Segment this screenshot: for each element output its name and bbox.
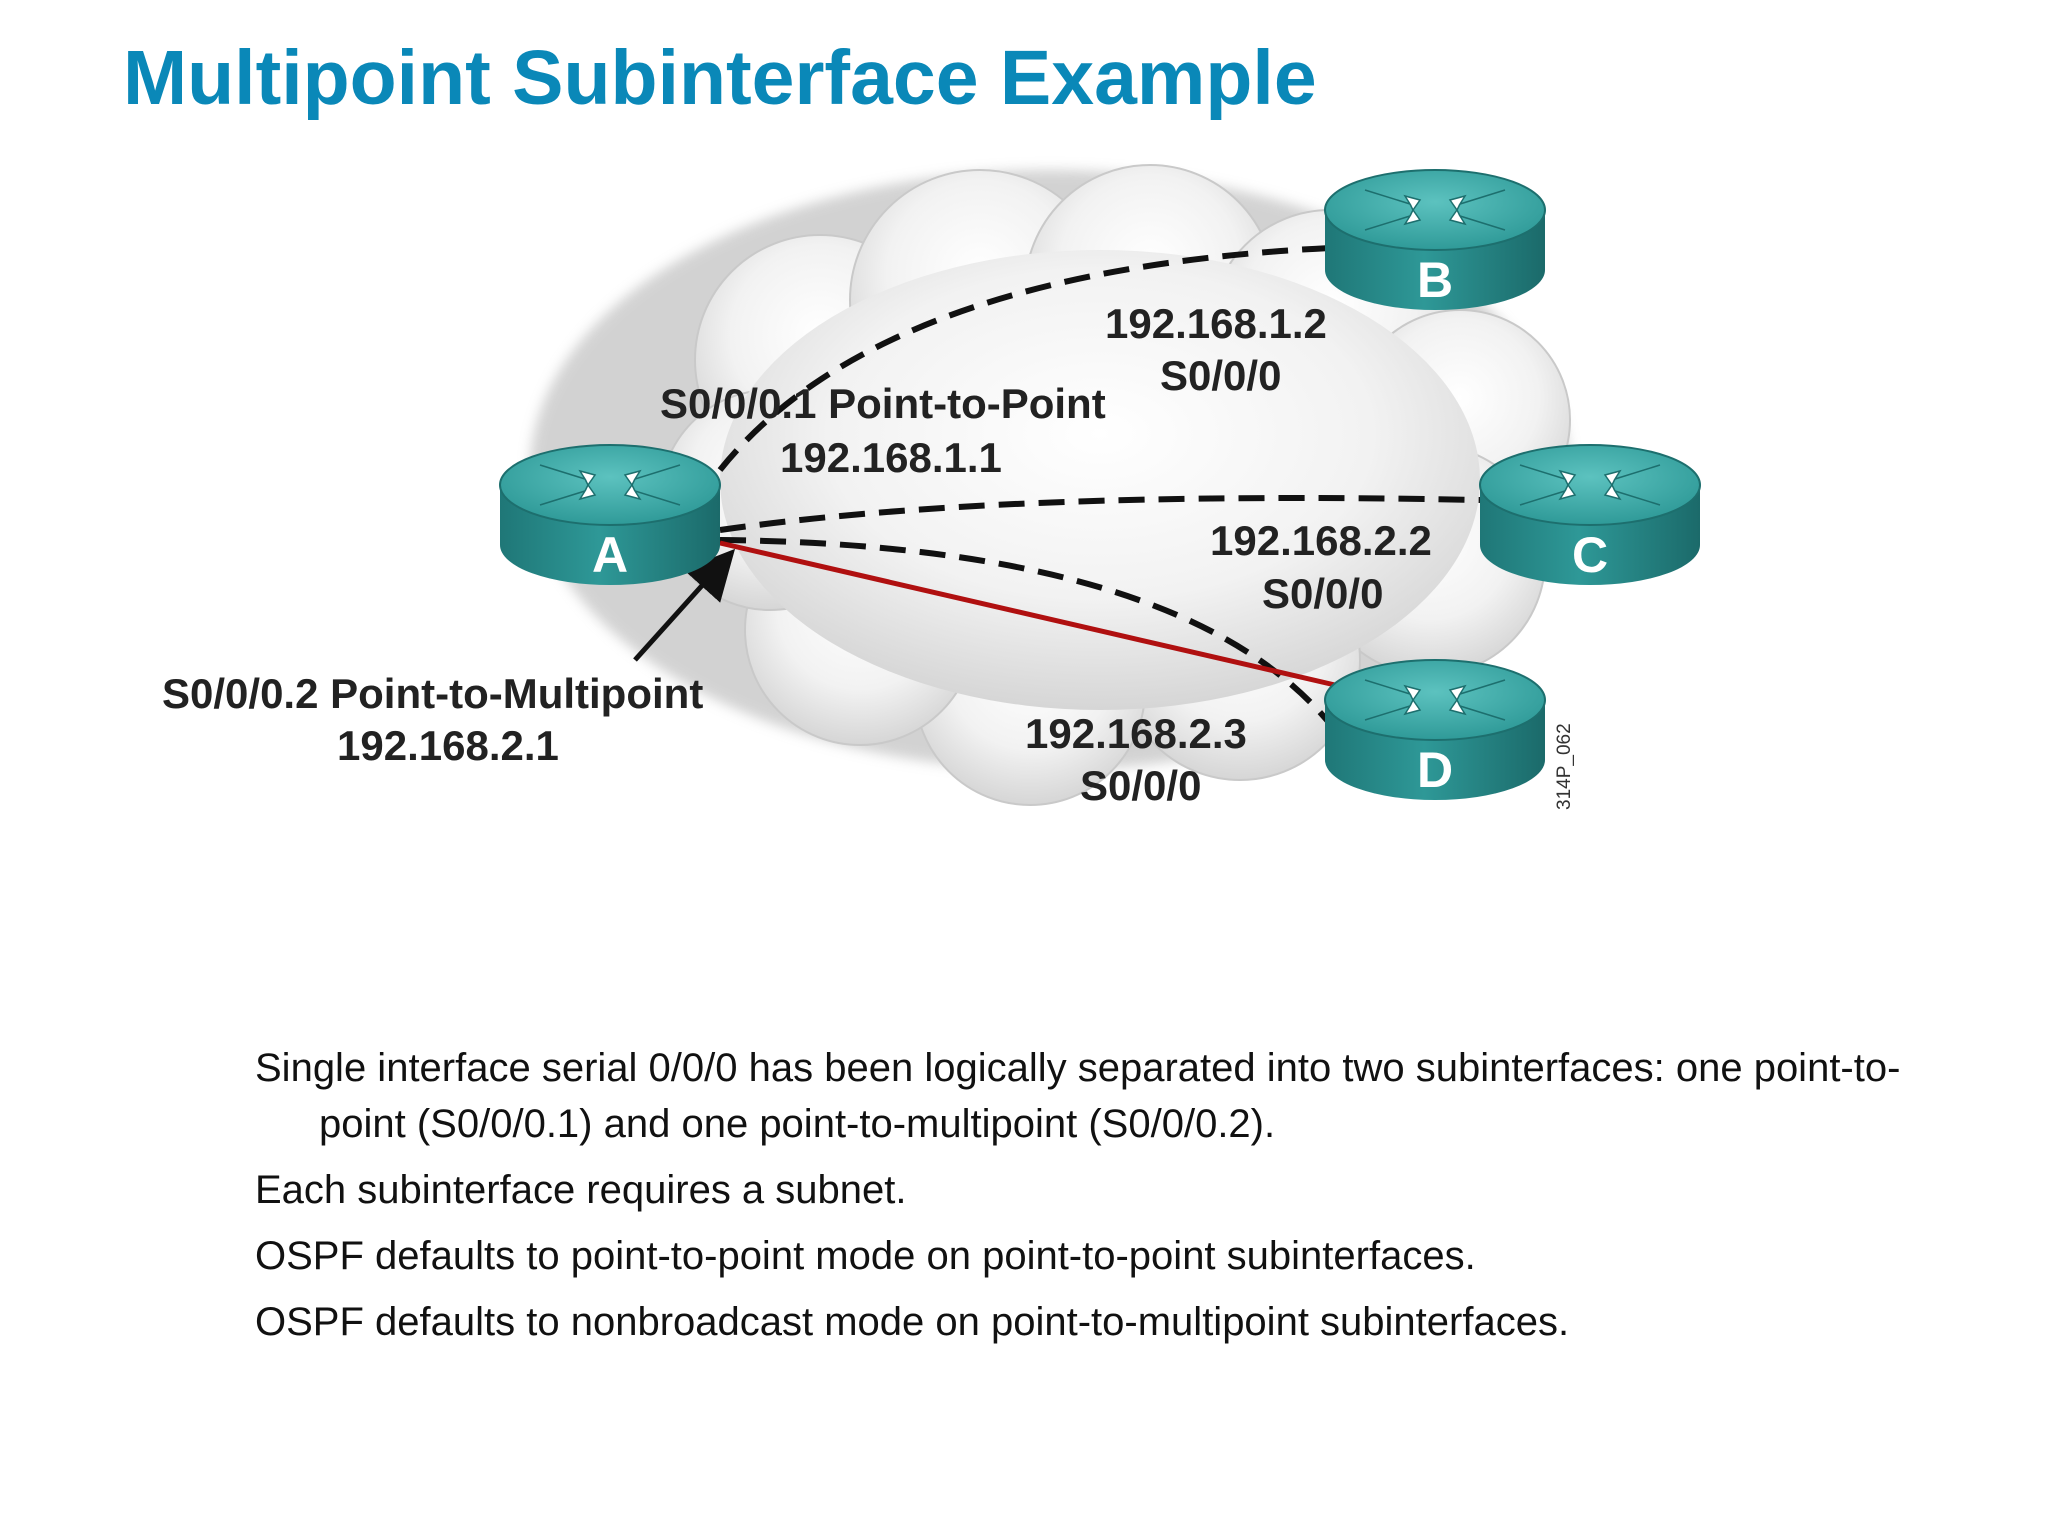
router-b-label: B	[1417, 252, 1453, 308]
link-a-d-highlight	[719, 540, 1336, 688]
router-a-label: A	[592, 527, 628, 583]
bullet-item: Single interface serial 0/0/0 has been l…	[255, 1046, 1901, 1146]
a-subinterface-2-name: S0/0/0.2 Point-to-Multipoint	[162, 670, 703, 717]
network-diagram: A B C D S0/0/0.1 Point-to-Point 192.168.…	[162, 164, 1701, 810]
router-c-interface: S0/0/0	[1262, 570, 1383, 617]
subinterface-pointer-arrow	[633, 548, 736, 662]
bullet-item: OSPF defaults to point-to-point mode on …	[255, 1234, 1476, 1278]
router-b-ip: 192.168.1.2	[1105, 300, 1327, 347]
bullet-item: Each subinterface requires a subnet.	[255, 1168, 907, 1212]
figure-id: 314P_062	[1554, 723, 1575, 810]
slide-title: Multipoint Subinterface Example	[123, 35, 1317, 121]
router-d-interface: S0/0/0	[1080, 762, 1201, 809]
frame-relay-cloud	[530, 164, 1571, 806]
bullet-item: OSPF defaults to nonbroadcast mode on po…	[255, 1300, 1570, 1344]
link-a-d	[719, 537, 1338, 732]
router-b: B	[1324, 169, 1546, 311]
router-c: C	[1479, 444, 1701, 586]
a-subinterface-1-ip: 192.168.1.1	[780, 434, 1002, 481]
router-a: A	[499, 444, 721, 586]
router-d-label: D	[1417, 742, 1453, 798]
router-c-label: C	[1572, 527, 1608, 583]
link-a-c	[719, 495, 1481, 533]
router-d-ip: 192.168.2.3	[1025, 710, 1247, 757]
router-d: D	[1324, 659, 1546, 801]
bullet-list: Single interface serial 0/0/0 has been l…	[255, 1040, 1975, 1360]
link-a-b	[717, 245, 1331, 472]
router-c-ip: 192.168.2.2	[1210, 517, 1432, 564]
a-subinterface-2-ip: 192.168.2.1	[337, 722, 559, 769]
router-b-interface: S0/0/0	[1160, 352, 1281, 399]
a-subinterface-1-name: S0/0/0.1 Point-to-Point	[660, 380, 1106, 427]
